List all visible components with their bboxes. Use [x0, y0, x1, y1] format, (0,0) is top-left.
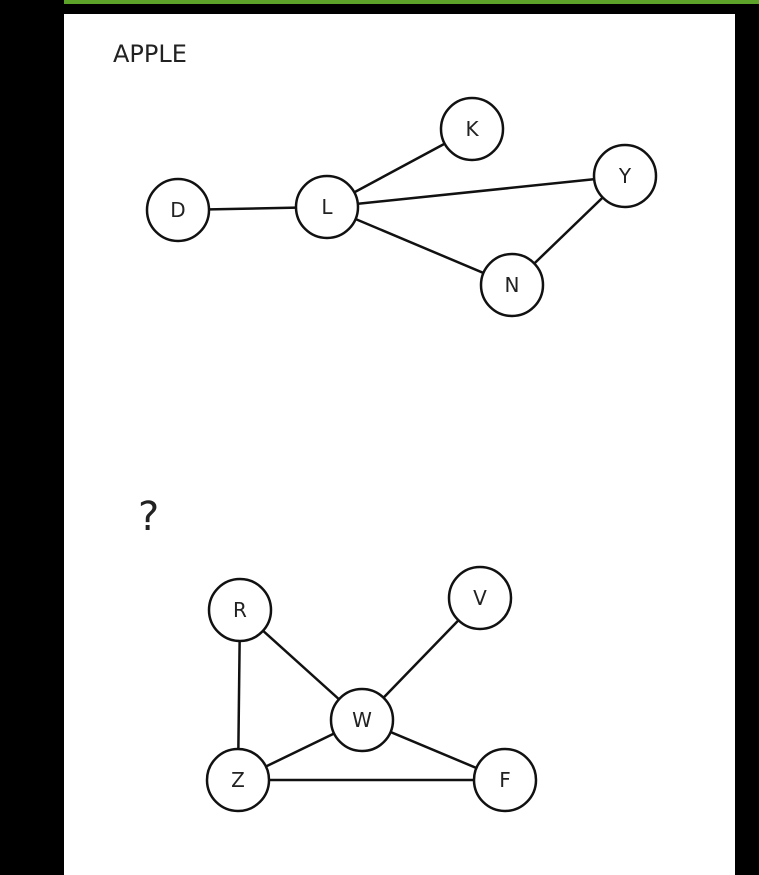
top-node-label-Y: Y — [618, 164, 632, 188]
top-node-label-D: D — [170, 198, 185, 222]
bottom-node-label-Z: Z — [231, 768, 245, 792]
top-node-N — [479, 252, 545, 318]
top-node-Y — [592, 143, 658, 209]
bottom-node-R — [207, 577, 273, 643]
bottom-node-label-F: F — [499, 768, 511, 792]
bottom-node-label-V: V — [473, 586, 487, 610]
top-node-label-N: N — [505, 273, 520, 297]
bottom-node-Z — [205, 747, 271, 813]
bottom-graph-label: ? — [138, 494, 160, 540]
top-node-L — [294, 174, 360, 240]
top-node-label-L: L — [321, 195, 333, 219]
top-accent-bar — [64, 0, 759, 4]
top-node-K — [439, 96, 505, 162]
bottom-node-label-W: W — [352, 708, 372, 732]
top-node-label-K: K — [465, 117, 479, 141]
top-edge-L-Y — [326, 174, 626, 209]
bottom-node-V — [447, 565, 513, 631]
bottom-node-W — [329, 687, 395, 753]
bottom-node-F — [472, 747, 538, 813]
top-node-D — [145, 177, 211, 243]
top-edge-L-N — [326, 205, 513, 287]
bottom-node-label-R: R — [233, 598, 247, 622]
top-graph-label: APPLE — [113, 40, 187, 68]
